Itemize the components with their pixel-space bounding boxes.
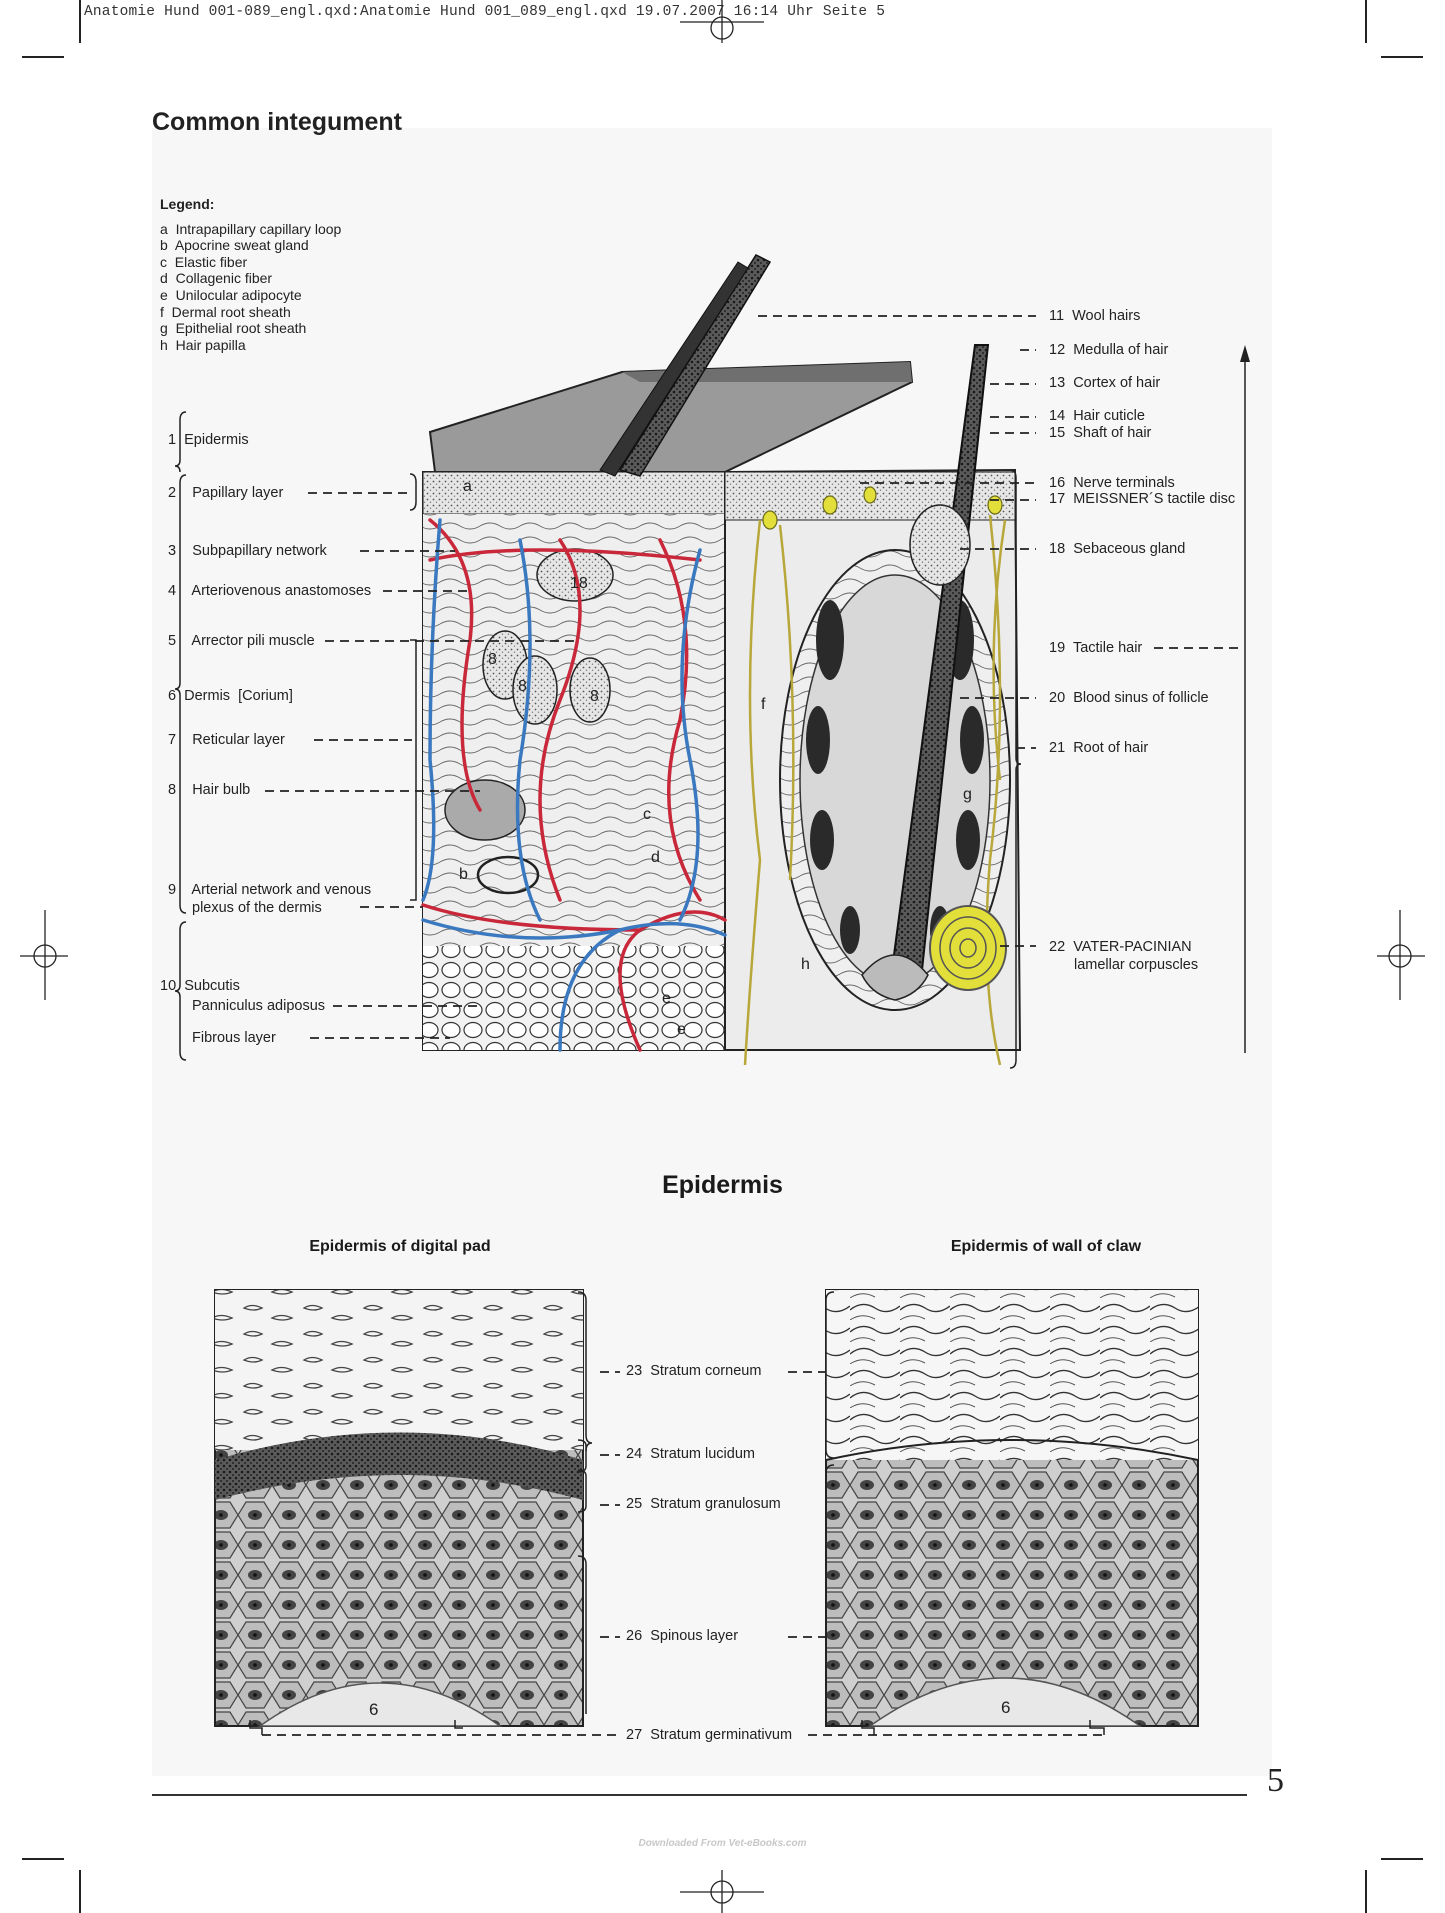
legend-item: b Apocrine sweat gland bbox=[160, 237, 309, 254]
legend: Legend: a Intrapapillary capillary loop … bbox=[160, 196, 341, 353]
label-hair-cuticle: 14 Hair cuticle bbox=[1049, 408, 1145, 424]
label-stratum-corneum: 23 Stratum corneum bbox=[626, 1363, 762, 1379]
label-epidermis: 1 Epidermis bbox=[168, 432, 249, 448]
panel-label: 6 bbox=[369, 1700, 379, 1719]
legend-item: e Unilocular adipocyte bbox=[160, 286, 302, 303]
label-papillary-layer: 2 Papillary layer bbox=[168, 485, 284, 501]
label-reticular-layer: 7 Reticular layer bbox=[168, 732, 285, 748]
figure-letter: a bbox=[463, 478, 472, 495]
epidermis-heading: Epidermis bbox=[662, 1171, 783, 1199]
crop-mark bbox=[79, 0, 81, 43]
figure-letter: f bbox=[761, 696, 766, 713]
figure-letter: e bbox=[677, 1021, 686, 1038]
legend-item: c Elastic fiber bbox=[160, 253, 248, 270]
label-stratum-granulosum: 25 Stratum granulosum bbox=[626, 1496, 781, 1512]
label-meissner-tactile-disc: 17 MEISSNER´S tactile disc bbox=[1049, 491, 1236, 507]
crop-mark bbox=[79, 1870, 81, 1913]
page-number: 5 bbox=[1267, 1762, 1284, 1799]
watermark: Downloaded From Vet-eBooks.com bbox=[638, 1838, 807, 1849]
crop-mark bbox=[1365, 1870, 1367, 1913]
label-root-of-hair: 21 Root of hair bbox=[1049, 740, 1149, 756]
legend-item: h Hair papilla bbox=[160, 336, 246, 353]
figure-letter: b bbox=[459, 866, 468, 883]
figure-letter: c bbox=[643, 806, 651, 823]
subheading-wall-of-claw: Epidermis of wall of claw bbox=[950, 1238, 1142, 1255]
label-tactile-hair: 19 Tactile hair bbox=[1049, 640, 1143, 656]
crop-mark bbox=[1365, 0, 1367, 43]
label-subcutis: 10 Subcutis bbox=[160, 978, 240, 994]
figure-letter: d bbox=[651, 849, 660, 866]
label-hair-bulb: 8 Hair bulb bbox=[168, 782, 251, 798]
legend-item: f Dermal root sheath bbox=[160, 303, 291, 320]
crop-mark bbox=[22, 1858, 64, 1860]
pacinian-corpuscle bbox=[929, 905, 1007, 991]
label-stratum-lucidum: 24 Stratum lucidum bbox=[626, 1446, 755, 1462]
label-arteriovenous-anastomoses: 4 Arteriovenous anastomoses bbox=[168, 583, 372, 599]
figure-letter: h bbox=[801, 956, 810, 973]
label-subpapillary-network: 3 Subpapillary network bbox=[168, 543, 327, 559]
print-header: Anatomie Hund 001-089_engl.qxd:Anatomie … bbox=[84, 4, 886, 20]
label-medulla-of-hair: 12 Medulla of hair bbox=[1049, 342, 1169, 358]
legend-item: a Intrapapillary capillary loop bbox=[160, 220, 342, 237]
label-fibrous-layer: Fibrous layer bbox=[192, 1030, 276, 1046]
crop-mark bbox=[1381, 1858, 1423, 1860]
figure-number: 8 bbox=[590, 688, 599, 705]
panel-label: 6 bbox=[1001, 1698, 1011, 1717]
legend-heading: Legend: bbox=[160, 196, 215, 212]
subheading-digital-pad: Epidermis of digital pad bbox=[309, 1238, 491, 1255]
figure-number: 8 bbox=[488, 651, 497, 668]
label-nerve-terminals: 16 Nerve terminals bbox=[1049, 475, 1175, 491]
label-shaft-of-hair: 15 Shaft of hair bbox=[1049, 425, 1152, 441]
registration-mark bbox=[20, 0, 1425, 1913]
label-blood-sinus-of-follicle: 20 Blood sinus of follicle bbox=[1049, 690, 1209, 706]
label-dermis: 6 Dermis [Corium] bbox=[168, 688, 293, 704]
figure-number: 8 bbox=[518, 678, 527, 695]
label-cortex-of-hair: 13 Cortex of hair bbox=[1049, 375, 1161, 391]
crop-mark bbox=[22, 56, 64, 58]
figure-number: 18 bbox=[570, 575, 588, 592]
crop-mark bbox=[1381, 56, 1423, 58]
footer-rule bbox=[152, 1794, 1247, 1796]
figure-letter: e bbox=[662, 990, 671, 1007]
label-sebaceous-gland: 18 Sebaceous gland bbox=[1049, 541, 1186, 557]
label-panniculus-adiposus: Panniculus adiposus bbox=[192, 998, 326, 1014]
label-arrector-pili-muscle: 5 Arrector pili muscle bbox=[168, 633, 315, 649]
label-stratum-germinativum: 27 Stratum germinativum bbox=[626, 1727, 793, 1743]
label-spinous-layer: 26 Spinous layer bbox=[626, 1628, 739, 1644]
label-wool-hairs: 11 Wool hairs bbox=[1049, 308, 1141, 324]
page-title: Common integument bbox=[152, 108, 402, 136]
figure-letter: g bbox=[963, 786, 972, 803]
legend-item: g Epithelial root sheath bbox=[160, 320, 307, 337]
legend-item: d Collagenic fiber bbox=[160, 270, 273, 287]
